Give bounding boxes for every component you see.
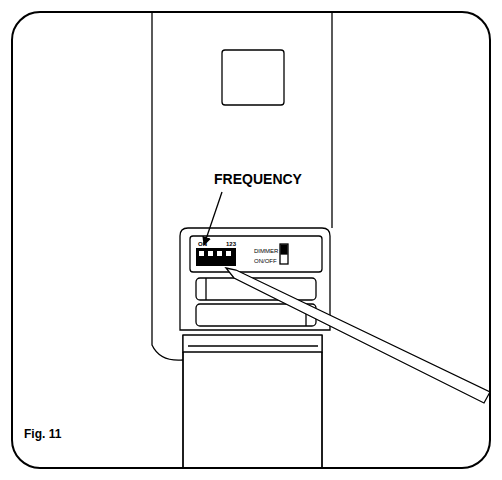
switch-label: ON/OFF: [254, 258, 277, 264]
cover-edge: [188, 345, 318, 346]
slider-knob: [281, 245, 287, 254]
switch-label: ON: [198, 241, 207, 247]
slider-switch: [280, 244, 288, 264]
switch-label: DIMMER: [254, 248, 278, 254]
dip-switch: [196, 248, 236, 266]
callout-label: FREQUENCY: [214, 172, 302, 186]
switch-label: 123: [226, 241, 236, 247]
battery-end: [205, 278, 206, 300]
figure-number: Fig. 11: [24, 428, 61, 440]
remote-body-left: [152, 12, 183, 360]
screwdriver: [226, 268, 490, 403]
switch-panel: [190, 236, 322, 272]
battery-cover-sides: [183, 352, 322, 468]
leader-arrow: [204, 192, 222, 245]
figure-frame: [12, 12, 490, 468]
remote-body-right: [331, 12, 332, 228]
display-window: [222, 50, 284, 105]
battery-cover: [183, 335, 322, 352]
